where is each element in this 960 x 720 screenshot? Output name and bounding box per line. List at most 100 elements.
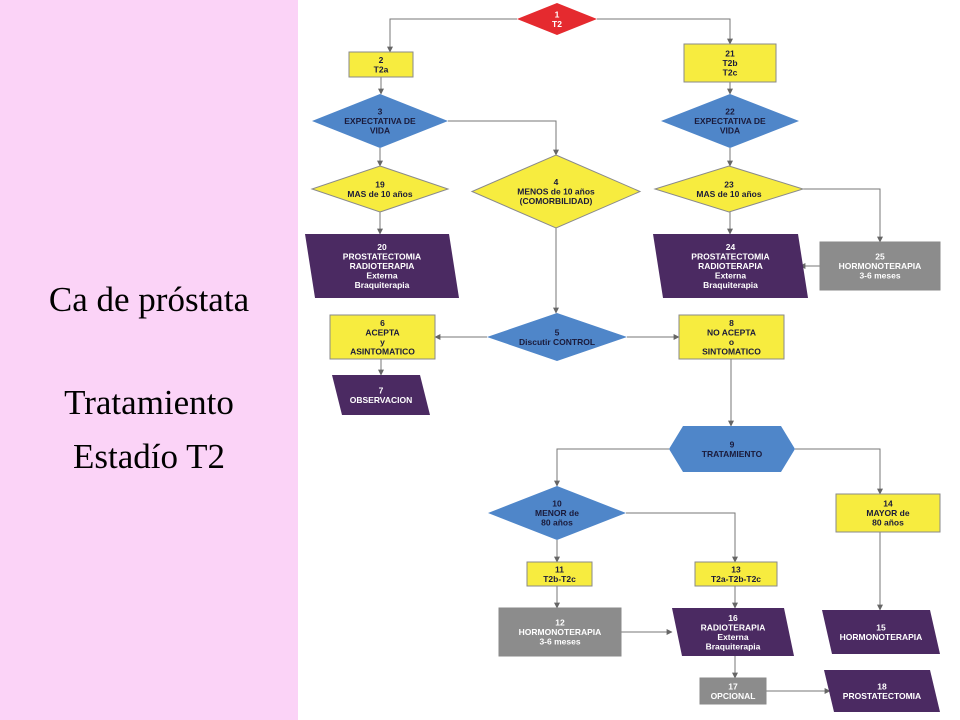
node-shape (305, 234, 459, 298)
node-label: Braquiterapia (706, 641, 761, 651)
node-label: 20 (377, 242, 387, 252)
node-shape (488, 486, 626, 540)
sidebar-subtitle-line-1: Tratamiento (64, 383, 234, 422)
node-label: T2c (723, 68, 738, 78)
sidebar-panel: Ca de próstata Tratamiento Estadío T2 (0, 0, 298, 720)
node-shape (470, 154, 642, 229)
node-label: T2a (374, 64, 389, 74)
node-label: PROSTATECTOMIA (343, 252, 421, 262)
node-label: T2b (722, 58, 737, 68)
node-label: MENOR de (535, 508, 579, 518)
node-label: 80 años (541, 518, 573, 528)
node-label: 1 (555, 9, 560, 19)
node-shape (669, 426, 795, 472)
node-shape (487, 313, 627, 361)
node-label: 3 (378, 107, 383, 117)
node-shape (653, 234, 808, 298)
node-label: MAYOR de (866, 508, 909, 518)
node-label: Braquiterapia (355, 280, 410, 290)
node-label: 3-6 meses (539, 637, 580, 647)
node-label: 6 (380, 318, 385, 328)
node-label: T2 (552, 19, 562, 29)
node-shape (329, 314, 436, 360)
node-label: Braquiterapia (703, 280, 758, 290)
node-shape (835, 493, 941, 533)
node-label: 5 (555, 327, 560, 337)
node-shape (694, 561, 778, 587)
node-label: 22 (725, 107, 735, 117)
node-shape (699, 677, 767, 705)
node-shape (498, 607, 622, 657)
node-label: ASINTOMATICO (350, 346, 415, 356)
node-label: o (729, 337, 734, 347)
node-shape (661, 94, 799, 148)
node-label: 13 (731, 564, 741, 574)
node-label: 12 (555, 618, 565, 628)
node-label: y (380, 337, 385, 347)
node-shape (824, 670, 940, 712)
flowchart-node-24: 24PROSTATECTOMIARADIOTERAPIAExternaBraqu… (653, 234, 808, 298)
node-label: NO ACEPTA (707, 327, 756, 337)
node-shape (312, 94, 448, 148)
node-label: Discutir CONTROL (519, 337, 595, 347)
node-label: 9 (730, 439, 735, 449)
node-shape (819, 241, 941, 291)
node-label: 11 (555, 564, 564, 574)
node-label: 18 (877, 681, 887, 691)
node-label: 17 (728, 681, 738, 691)
node-label: 19 (375, 179, 385, 189)
node-label: 15 (876, 622, 886, 632)
node-shape (822, 610, 940, 654)
node-label: 7 (379, 385, 384, 395)
flowchart-node-1: 1T2 (517, 3, 597, 35)
node-label: 25 (875, 252, 885, 262)
node-label: EXPECTATIVA DE (694, 116, 766, 126)
flowchart-node-20: 20PROSTATECTOMIARADIOTERAPIAExternaBraqu… (305, 234, 459, 298)
node-shape (653, 165, 805, 213)
connector-arrow (554, 448, 669, 487)
node-shape (332, 375, 430, 415)
node-label: Externa (366, 271, 397, 281)
node-label: SINTOMATICO (702, 346, 761, 356)
node-label: PROSTATECTOMIA (843, 691, 921, 701)
node-label: 8 (729, 318, 734, 328)
node-label: HORMONOTERAPIA (839, 261, 922, 271)
node-shape (672, 608, 794, 656)
node-label: 3-6 meses (859, 271, 900, 281)
node-label: EXPECTATIVA DE (344, 116, 416, 126)
node-label: 23 (724, 179, 734, 189)
node-shape (310, 165, 450, 213)
node-label: MAS de 10 años (347, 189, 412, 199)
node-label: T2a-T2b-T2c (711, 574, 761, 584)
node-label: RADIOTERAPIA (698, 261, 763, 271)
connector-arrow (626, 512, 738, 563)
node-label: RADIOTERAPIA (350, 261, 415, 271)
node-label: OBSERVACION (350, 395, 413, 405)
node-label: OPCIONAL (711, 691, 756, 701)
node-label: 16 (728, 613, 738, 623)
connector-arrow (803, 188, 883, 243)
node-label: HORMONOTERAPIA (840, 632, 923, 642)
node-shape (517, 3, 597, 35)
node-label: 80 años (872, 518, 904, 528)
node-label: HORMONOTERAPIA (519, 627, 602, 637)
